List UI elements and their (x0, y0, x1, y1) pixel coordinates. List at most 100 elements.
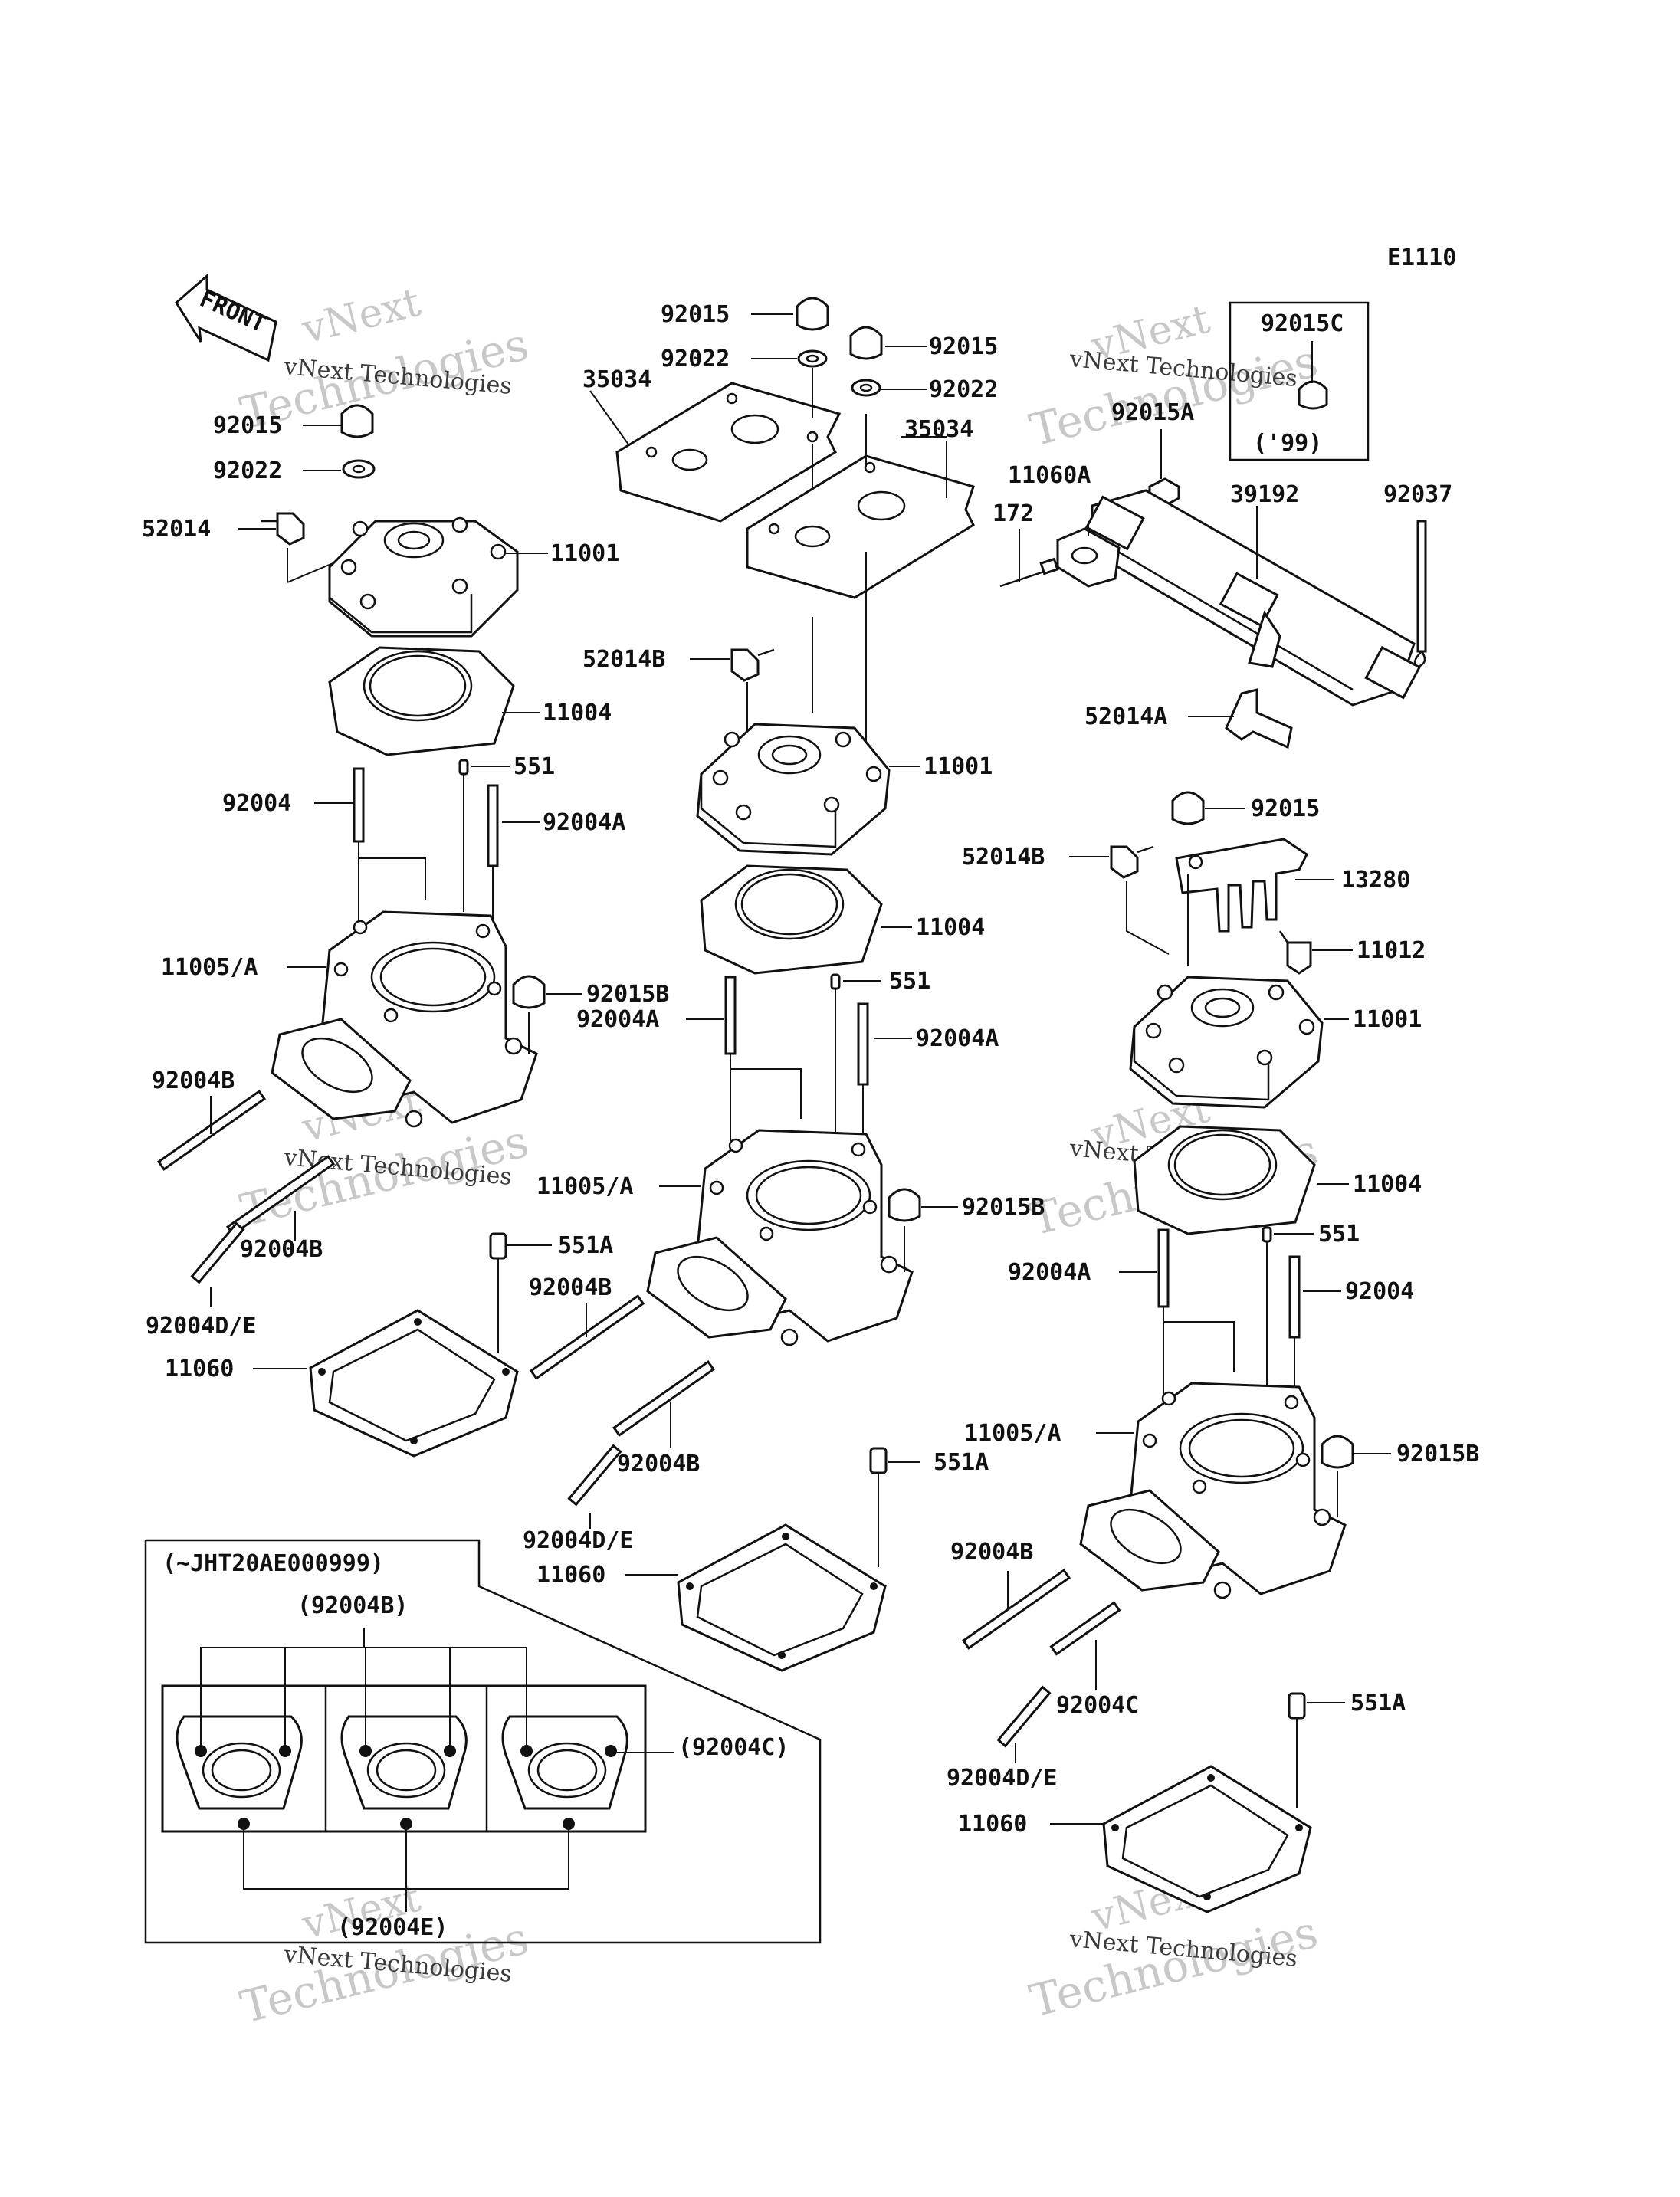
label-35034-a: 35034 (582, 366, 651, 393)
nut-92015-top-a (796, 297, 829, 331)
stud-92004-left (353, 767, 365, 843)
base-gasket-11060-left (309, 1309, 519, 1458)
washer-92022-left (342, 459, 376, 479)
head-gasket-11004-right (1133, 1125, 1316, 1235)
inset-title: (~JHT20AE000999) (162, 1550, 384, 1577)
label-11001-right: 11001 (1353, 1006, 1422, 1033)
label-92004A-right: 92004A (1008, 1259, 1091, 1286)
label-92037: 92037 (1383, 481, 1452, 508)
inset-flange-2 (340, 1715, 468, 1810)
label-11001-left: 11001 (550, 540, 619, 567)
stud-92004A-left (487, 784, 499, 867)
label-11005A-right: 11005/A (964, 1420, 1061, 1447)
base-gasket-11060-right (1102, 1765, 1312, 1913)
front-arrow-icon: FRONT (175, 273, 277, 362)
label-551A-left: 551A (558, 1232, 613, 1259)
label-92004-right: 92004 (1345, 1278, 1414, 1305)
bracket-35034-b (746, 454, 975, 599)
label-11005A-mid: 11005/A (536, 1173, 633, 1200)
inset-flange-3 (501, 1715, 628, 1810)
diagram-code: E1110 (1387, 244, 1456, 271)
label-92015-top-b: 92015 (929, 333, 998, 360)
nut-92015B-right (1321, 1435, 1354, 1469)
label-92004B-left-b: 92004B (240, 1236, 323, 1263)
label-92015-right: 92015 (1251, 795, 1320, 822)
nut-92015B-mid (888, 1188, 921, 1222)
nut-92015B-left (512, 975, 546, 1009)
label-92004DE-left: 92004D/E (146, 1313, 257, 1340)
inset-label-92004E: (92004E) (337, 1914, 448, 1941)
dowel-551A-mid (869, 1447, 888, 1474)
washer-92022-top-a (797, 349, 828, 368)
label-52014A: 52014A (1084, 703, 1167, 730)
label-92004DE-right: 92004D/E (947, 1765, 1058, 1792)
label-551A-mid: 551A (934, 1449, 989, 1476)
fitting-52014A (1225, 688, 1293, 749)
water-manifold-39192 (1084, 489, 1422, 707)
bracket-35034-a (615, 382, 842, 523)
washer-92022-top-b (851, 379, 881, 397)
label-92004B-right: 92004B (950, 1539, 1033, 1566)
inset-label-92004B: (92004B) (297, 1592, 409, 1619)
cylinder-11005A-left (271, 910, 538, 1128)
cylinder-head-11001-left (328, 516, 519, 638)
bolt-172 (999, 557, 1059, 588)
label-13280: 13280 (1341, 867, 1410, 894)
stud-92004DE-left (190, 1221, 245, 1284)
label-551-right: 551 (1318, 1221, 1360, 1248)
label-92022-top-a: 92022 (661, 346, 730, 372)
base-gasket-11060-mid (677, 1523, 887, 1672)
svg-text:vNext: vNext (297, 280, 425, 353)
cylinder-head-11001-right (1129, 976, 1324, 1109)
label-11060-left: 11060 (165, 1356, 234, 1382)
fitting-52014B-right (1110, 845, 1154, 879)
fitting-52014-left (261, 512, 305, 546)
label-92004A-left: 92004A (543, 809, 625, 836)
label-92015C: 92015C (1261, 310, 1344, 337)
label-92015B-right: 92015B (1396, 1441, 1479, 1467)
dowel-551-left (458, 759, 469, 776)
label-92004DE-mid: 92004D/E (523, 1527, 634, 1554)
cylinder-11005A-mid (646, 1129, 914, 1346)
label-92015-left: 92015 (213, 412, 282, 439)
inset-box-jht20ae (144, 1539, 822, 1944)
nut-92015-right (1171, 791, 1205, 825)
head-gasket-11004-left (328, 646, 515, 756)
label-52014B-right: 52014B (962, 844, 1045, 871)
label-35034-b: 35034 (904, 416, 973, 443)
stud-92004A-mid-a (724, 976, 737, 1055)
fitting-52014B-mid (730, 648, 775, 682)
nut-92015-top-b (849, 326, 883, 360)
dowel-551-right (1262, 1226, 1272, 1243)
label-11060-right: 11060 (958, 1811, 1027, 1838)
label-92015B-left: 92015B (586, 981, 669, 1008)
plug-11012 (1278, 930, 1312, 975)
bracket-13280 (1175, 838, 1308, 933)
stud-92004A-mid-b (857, 1002, 869, 1086)
stud-92004C-right (1049, 1601, 1121, 1656)
label-92022-left: 92022 (213, 457, 282, 484)
label-11005A-left: 11005/A (161, 954, 258, 981)
label-92004A-mid-a: 92004A (576, 1006, 659, 1033)
label-92004A-mid-b: 92004A (916, 1025, 999, 1052)
label-551A-right: 551A (1350, 1690, 1406, 1717)
dowel-551A-left (489, 1232, 507, 1260)
cylinder-head-11001-mid (696, 723, 891, 856)
label-92015B-mid: 92015B (962, 1194, 1045, 1221)
label-99: ('99) (1253, 430, 1322, 457)
label-11060A: 11060A (1008, 462, 1091, 489)
cylinder-11005A-right (1079, 1382, 1347, 1599)
nut-92015-left (340, 404, 374, 438)
label-92004B-left-a: 92004B (152, 1067, 235, 1094)
label-11001-mid: 11001 (924, 753, 993, 780)
dowel-551A-right (1288, 1692, 1306, 1720)
label-39192: 39192 (1230, 481, 1299, 508)
label-92022-top-b: 92022 (929, 376, 998, 403)
inset-cylinders (161, 1684, 647, 1833)
stud-92004DE-right (996, 1685, 1052, 1748)
label-551-mid: 551 (889, 968, 930, 995)
gasket-11060A (1056, 527, 1121, 588)
watermark-bottom-left: vNext Technologies vNext Technologies (235, 1875, 533, 2034)
label-11012: 11012 (1357, 937, 1426, 964)
